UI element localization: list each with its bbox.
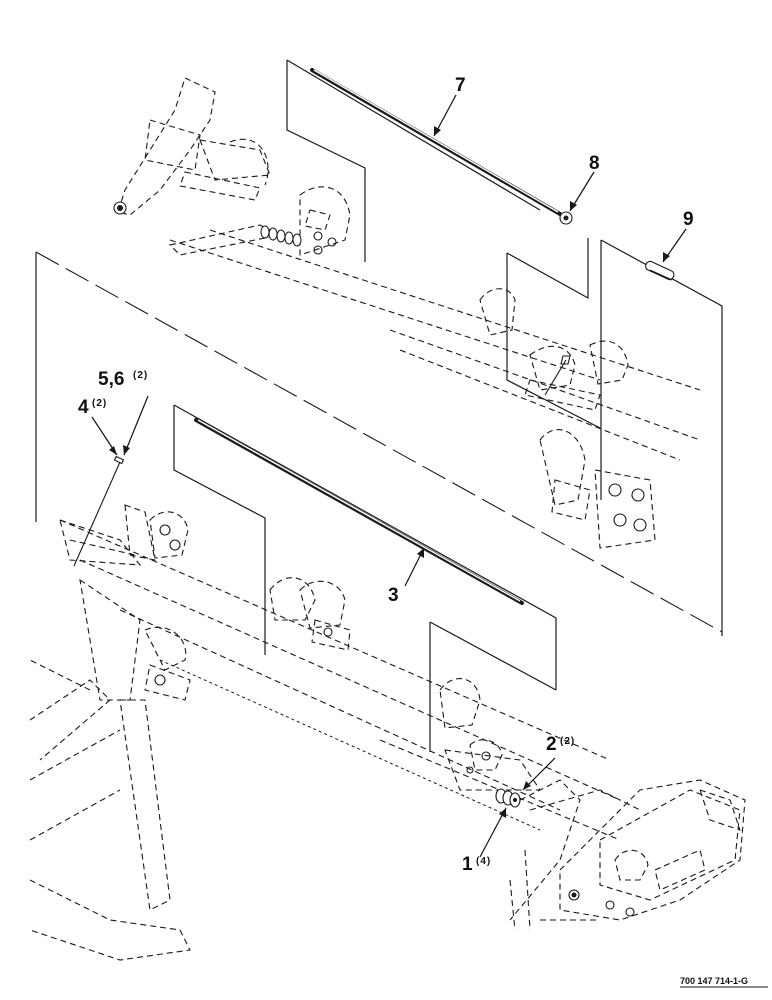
lower-left-frame: [29, 578, 191, 961]
callout-3: 3: [388, 585, 399, 606]
callout-4-number: 4: [78, 397, 89, 418]
callout-9-number: 9: [683, 209, 694, 230]
rod-7: [310, 68, 562, 216]
callout-2-number: 2: [546, 734, 557, 755]
callout-7-number: 7: [455, 75, 466, 96]
callout-7: 7: [455, 75, 466, 96]
right-upper-bracket: [479, 288, 656, 549]
spacer-stack-upper: [260, 225, 302, 247]
callout-1-number: 1: [462, 854, 473, 875]
callout-5-6-number: 5,6: [98, 369, 124, 390]
parts-1-2-washers: [495, 788, 521, 808]
callout-2-qty: (2): [560, 736, 575, 747]
frame-phantom-lines: [35, 229, 723, 841]
large-left-panel: [35, 252, 557, 690]
lower-middle-panel: [429, 621, 557, 791]
lower-right-assembly: [509, 779, 746, 931]
panel-rod-7: [286, 59, 541, 262]
callout-2: 2 (2): [546, 734, 575, 755]
rod-3: [194, 418, 524, 605]
left-middle-bracket: [59, 455, 351, 651]
callout-4: 4 (2): [78, 397, 107, 418]
callout-5-6: 5,6 (2): [98, 369, 148, 390]
callout-9: 9: [683, 209, 694, 230]
callout-4-qty: (2): [92, 398, 107, 409]
callout-1-qty: (4): [476, 856, 491, 867]
part-9-sleeve: [645, 260, 675, 281]
callout-8-number: 8: [589, 153, 600, 174]
callout-5-6-qty: (2): [133, 370, 148, 381]
figure-number: 700 147 714-1-G: [680, 976, 748, 986]
upper-left-bracket: [113, 77, 351, 256]
part-8-nut: [559, 211, 573, 225]
right-upper-panel: [506, 238, 723, 636]
callout-8: 8: [589, 153, 600, 174]
leader-lines: [91, 94, 687, 858]
callout-3-number: 3: [388, 585, 399, 606]
callout-1: 1 (4): [462, 854, 491, 875]
